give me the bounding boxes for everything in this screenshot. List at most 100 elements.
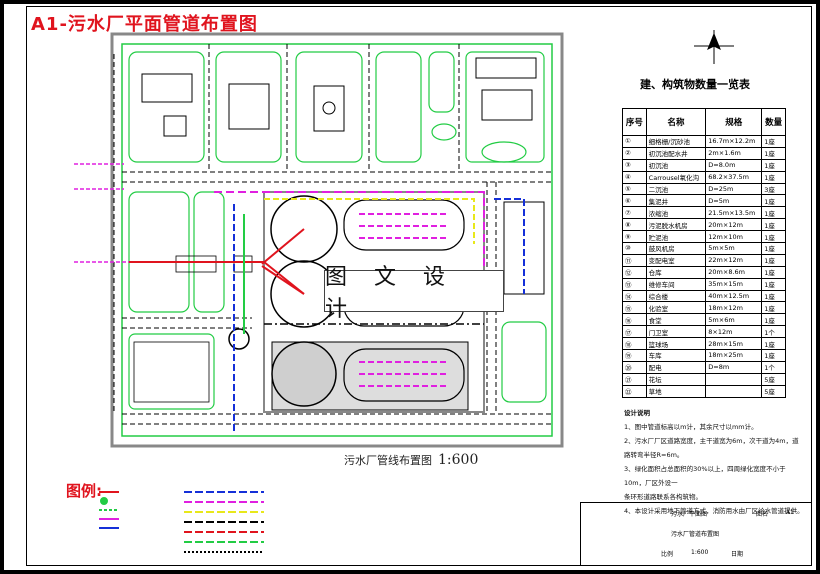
table-cell: 车库 — [645, 349, 707, 362]
table-cell: D=25m — [705, 182, 763, 196]
table-cell: 28m×15m — [705, 337, 763, 351]
table-cell: ⑯ — [622, 313, 647, 327]
title-block: 污水厂平面图 污水厂管道布置图 图名 A1 比例 1:600 日期 — [580, 502, 812, 566]
table-cell: 初沉池配水井 — [645, 146, 707, 160]
table-cell: ⑦ — [622, 206, 647, 220]
table-cell: 花坛 — [645, 372, 707, 386]
design-notes: 设计说明 1、图中管道标高以m计，其余尺寸以mm计。 2、污水厂厂区道路宽度，主… — [624, 406, 804, 518]
table-cell: 1座 — [761, 301, 786, 315]
table-cell: ⑩ — [622, 242, 647, 255]
table-cell: 1座 — [761, 337, 786, 351]
table-cell: ② — [622, 146, 647, 160]
table-cell: ⑭ — [622, 289, 647, 303]
buildings-left — [128, 191, 225, 410]
table-cell: 1座 — [761, 230, 786, 244]
table-cell: ⑥ — [622, 194, 647, 208]
table-cell: 1座 — [761, 313, 786, 327]
table-cell: 综合楼 — [645, 289, 707, 303]
plan-caption-scale: 1:600 — [438, 452, 479, 468]
table-cell: ③ — [622, 158, 647, 172]
table-cell: 1座 — [761, 265, 786, 279]
table-title: 建、构筑物数量一览表 — [640, 78, 750, 91]
table-cell: 集泥井 — [645, 194, 707, 208]
table-cell: 20m×8.6m — [705, 265, 763, 279]
table-cell: 1座 — [761, 253, 786, 267]
table-cell: ㉑ — [622, 372, 647, 386]
table-cell — [705, 372, 763, 386]
table-cell: ⑪ — [622, 253, 647, 267]
pipelines — [74, 163, 525, 434]
table-cell: ⑱ — [622, 337, 647, 351]
table-cell: 化验室 — [645, 301, 707, 315]
table-cell: 3座 — [761, 182, 786, 196]
table-header-row: 序号名称规格数量 — [622, 108, 786, 136]
site-plan — [74, 30, 734, 553]
tb-sheet-no: 图名 — [756, 511, 769, 518]
buildings-top — [128, 51, 545, 163]
table-cell: D=8m — [705, 360, 763, 374]
table-cell: 1座 — [761, 170, 786, 184]
table-cell: 8×12m — [705, 325, 763, 339]
note-item: 4、本设计采用地下管道方式，消防用水由厂区给水管道提供。 — [624, 507, 804, 515]
legend-symbols — [99, 491, 264, 553]
north-arrow-icon — [694, 30, 734, 64]
table-cell: 1个 — [761, 325, 786, 339]
table-cell: 变配电室 — [645, 253, 707, 267]
table-cell: D=5m — [705, 194, 763, 208]
table-cell: 5座 — [761, 384, 786, 398]
table-cell: 浓缩池 — [645, 206, 707, 220]
drawing-title: A1-污水厂平面管道布置图 — [31, 14, 258, 35]
table-cell: 1座 — [761, 135, 786, 148]
tb-scale-label: 比例 — [661, 551, 674, 558]
table-header-cell: 规格 — [705, 108, 763, 136]
table-cell: 21.5m×13.5m — [705, 206, 763, 220]
table-cell: 22m×12m — [705, 253, 763, 267]
table-cell: ① — [622, 135, 647, 148]
table-cell: 18m×12m — [705, 301, 763, 315]
table-cell: ㉒ — [622, 384, 647, 398]
legend-title: 图例: — [66, 482, 102, 500]
watermark: 图 文 设 计 — [324, 265, 504, 322]
drawing-sheet: A1-污水厂平面管道布置图 — [4, 4, 816, 570]
table-header-cell: 名称 — [645, 108, 707, 136]
table-cell: ⑳ — [622, 360, 647, 374]
table-cell: 初沉池 — [645, 158, 707, 172]
note-item: 条环形道路联系各构筑物。 — [624, 493, 702, 501]
table-cell: 40m×12.5m — [705, 289, 763, 303]
table-cell: 1座 — [761, 206, 786, 220]
table-cell: 维修车间 — [645, 277, 707, 291]
table-cell: 35m×15m — [705, 277, 763, 291]
table-cell: ⑫ — [622, 265, 647, 279]
table-cell: 二沉池 — [645, 182, 707, 196]
table-cell: 配电 — [645, 360, 707, 374]
table-cell: 篮球场 — [645, 337, 707, 351]
table-cell: ⑤ — [622, 182, 647, 196]
table-cell: ⑲ — [622, 349, 647, 362]
table-cell: 食堂 — [645, 313, 707, 327]
table-cell: 污泥脱水机房 — [645, 218, 707, 232]
table-cell: 5m×6m — [705, 313, 763, 327]
table-cell: 1座 — [761, 194, 786, 208]
notes-header: 设计说明 — [624, 409, 650, 417]
table-cell: ⑨ — [622, 230, 647, 244]
table-cell: 12m×10m — [705, 230, 763, 244]
table-cell: ⑬ — [622, 277, 647, 291]
table-cell: ⑧ — [622, 218, 647, 232]
table-cell: 1座 — [761, 158, 786, 172]
table-cell: ⑮ — [622, 301, 647, 315]
table-cell: 仓库 — [645, 265, 707, 279]
table-cell: 鼓风机房 — [645, 242, 707, 255]
table-cell: Carrousel氧化沟 — [645, 170, 707, 184]
